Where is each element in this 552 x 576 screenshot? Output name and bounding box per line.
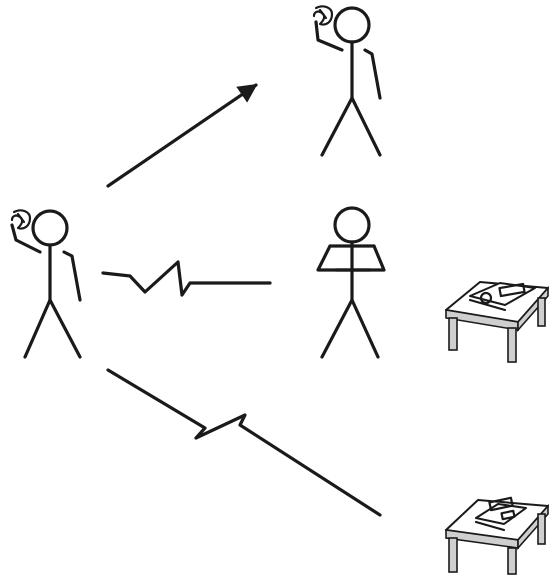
handset-icon	[12, 210, 30, 228]
desk-phone-upper	[446, 282, 548, 362]
call-arrow	[108, 85, 256, 186]
desk-phone-lower	[446, 498, 548, 574]
caller-figure	[12, 210, 80, 357]
desk-receiver-figure	[318, 208, 384, 357]
wireless-link-lower	[108, 370, 380, 515]
desk-phone-icon	[446, 282, 548, 362]
mobile-receiver-figure	[314, 6, 380, 155]
desk-phone-icon	[446, 498, 548, 574]
wireless-link-middle	[103, 262, 270, 295]
